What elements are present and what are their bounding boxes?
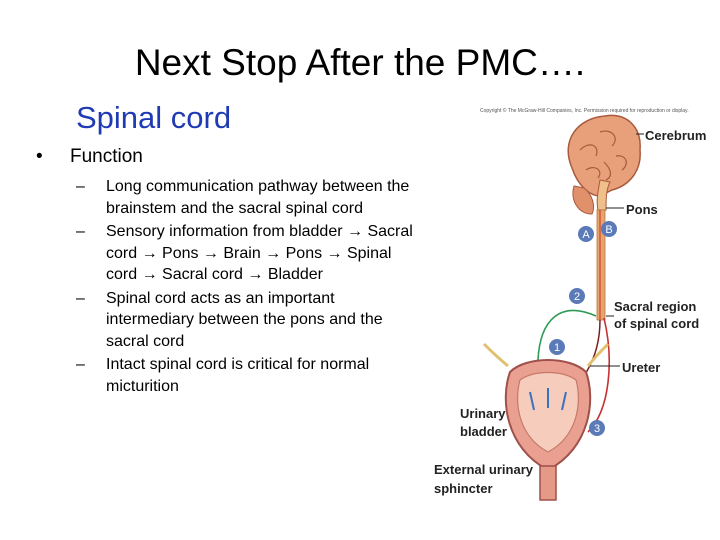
marker-a: A [578,226,594,242]
sub-bullet-text: Spinal cord acts as an important interme… [106,289,383,350]
label-sphincter: sphincter [434,481,493,496]
bullet-text: Function [70,146,143,167]
spinal-cord [596,209,606,321]
label-external-urinary: External urinary [434,462,534,477]
bullet-dot-icon: • [36,146,43,167]
dash-icon: – [76,178,85,195]
slide-subtitle: Spinal cord [76,100,232,135]
micturition-pathway-figure: A B 1 2 3 Cerebrum Pons Sacral region of… [434,114,706,501]
sub-bullet-item: – Long communication pathway between the… [36,176,426,219]
marker-3: 3 [589,420,605,436]
label-sacral-region: Sacral region [614,299,696,314]
label-pons: Pons [626,202,658,217]
sub-bullet-item: – Intact spinal cord is critical for nor… [36,354,426,397]
marker-1: 1 [549,339,565,355]
label-of-spinal-cord: of spinal cord [614,316,699,331]
label-ureter: Ureter [622,360,660,375]
sub-bullet-text: Sensory information from bladder → Sacra… [106,223,413,283]
marker-a-label: A [582,229,590,241]
sub-bullet-item: – Sensory information from bladder → Sac… [36,221,426,286]
marker-1-label: 1 [554,342,560,354]
marker-b: B [601,221,617,237]
marker-3-label: 3 [594,423,600,435]
label-urinary: Urinary [460,406,506,421]
bullet-list: • Function – Long communication pathway … [36,145,426,399]
sub-bullet-item: – Spinal cord acts as an important inter… [36,288,426,353]
sub-bullet-list: – Long communication pathway between the… [36,176,426,397]
dash-icon: – [76,223,85,240]
slide-title: Next Stop After the PMC…. [134,42,586,83]
sub-bullet-text: Intact spinal cord is critical for norma… [106,356,370,395]
dash-icon: – [76,356,85,373]
sub-bullet-text: Long communication pathway between the b… [106,178,410,217]
marker-2-label: 2 [574,291,580,303]
marker-b-label: B [605,224,612,236]
label-cerebrum: Cerebrum [645,128,706,143]
marker-2: 2 [569,288,585,304]
dash-icon: – [76,289,85,307]
label-bladder: bladder [460,424,507,439]
bladder-illustration [482,342,610,501]
figure-copyright: Copyright © The McGraw-Hill Companies, I… [480,108,689,114]
pathway-sensory [537,309,597,361]
bullet-item: • Function [36,145,426,168]
brain-illustration [567,114,641,215]
